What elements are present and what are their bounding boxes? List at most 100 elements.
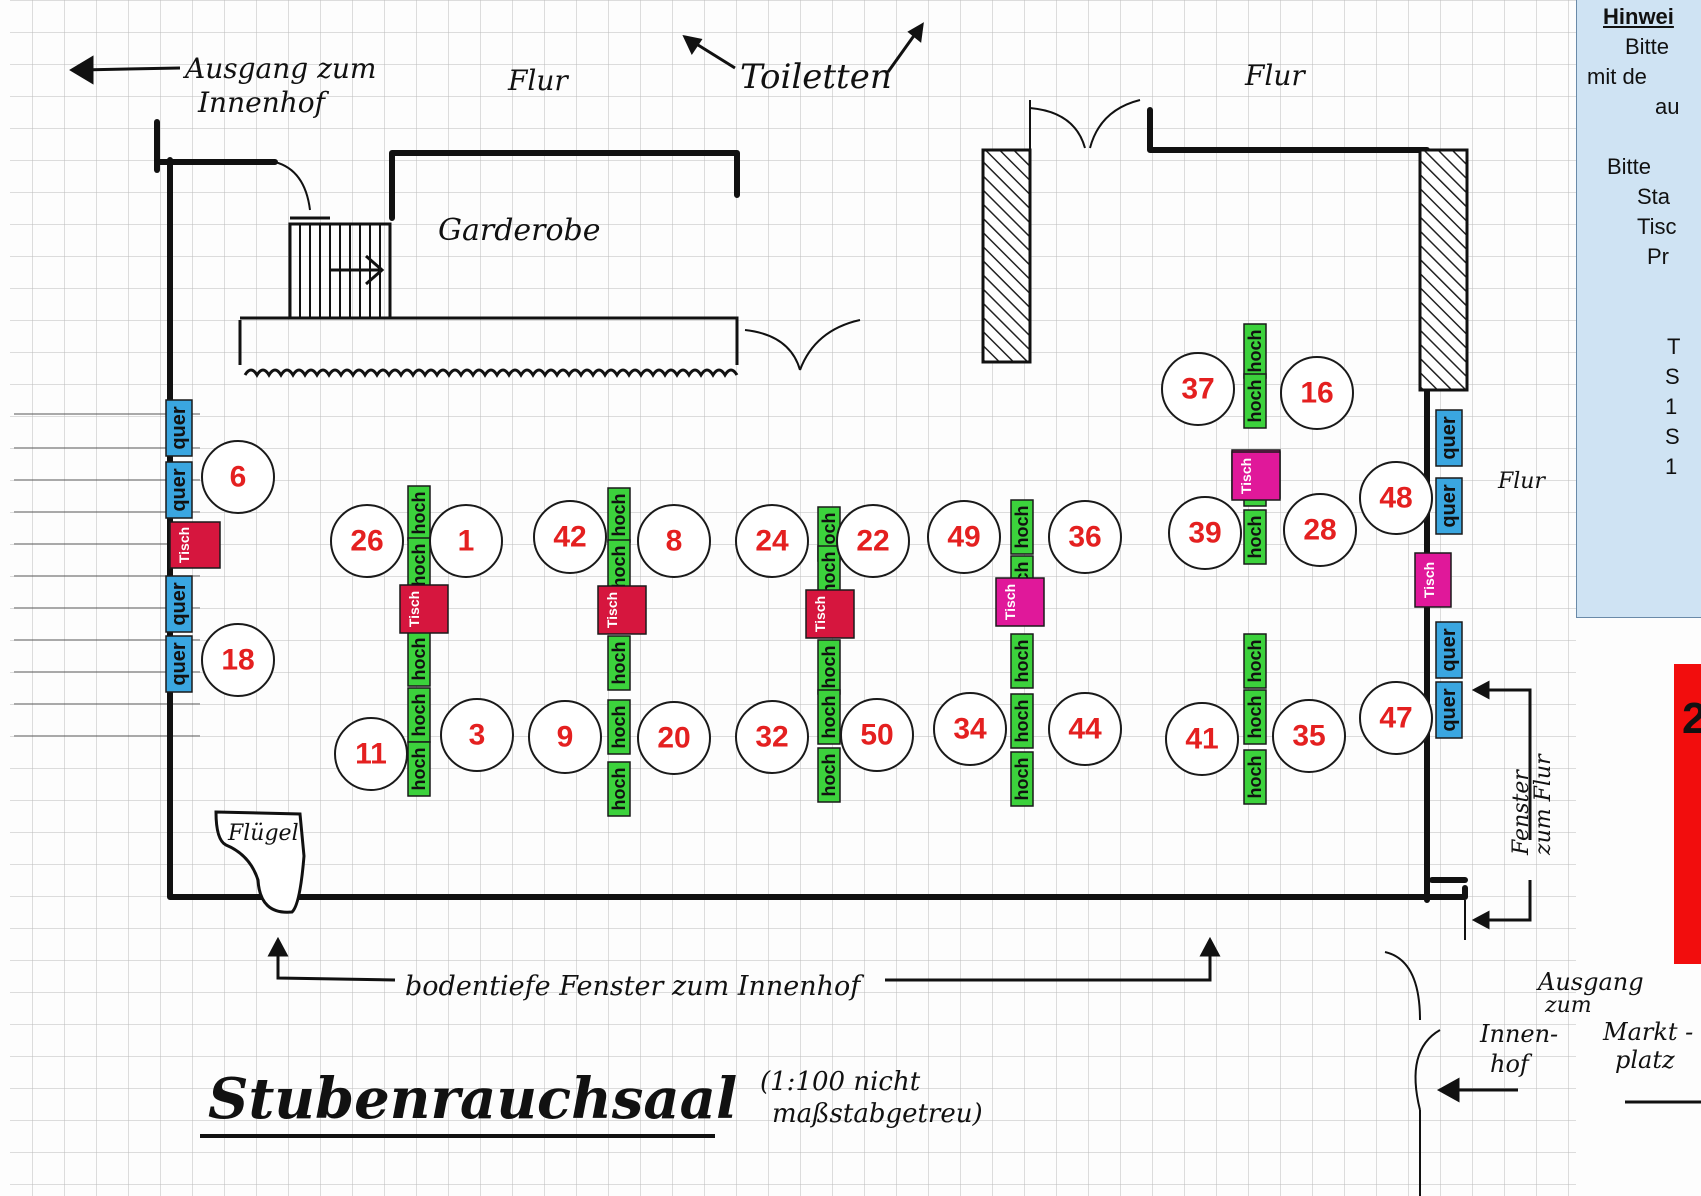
table-box — [805, 589, 855, 639]
seat-number: 26 — [330, 504, 404, 578]
hoch-chair-box — [607, 699, 631, 755]
grid-paper — [10, 0, 1576, 1196]
seat-circle — [1048, 692, 1122, 766]
seat-number-label: 18 — [221, 644, 254, 677]
quer-chair-box — [165, 399, 193, 457]
seat-circle — [735, 700, 809, 774]
hoch-chair: hoch — [817, 689, 841, 745]
seat-number: 35 — [1272, 699, 1346, 773]
seat-circle — [201, 623, 275, 697]
seat-number-label: 8 — [666, 525, 683, 558]
table-box — [1414, 552, 1452, 608]
seat-number-label: 6 — [230, 461, 247, 494]
table-label: Tisch — [1421, 562, 1437, 598]
hoch-chair-label: hoch — [819, 696, 839, 739]
note-line — [1577, 272, 1701, 302]
seat-number: 34 — [933, 692, 1007, 766]
hoch-chair: hoch — [607, 635, 631, 691]
hoch-chair-box — [1010, 633, 1034, 689]
seat-number-label: 48 — [1379, 482, 1412, 515]
seat-circle — [1272, 699, 1346, 773]
hoch-chair-label: hoch — [819, 754, 839, 797]
seat-number-label: 44 — [1068, 713, 1102, 746]
hoch-chair-box — [1010, 751, 1034, 807]
seat-circle — [1283, 493, 1357, 567]
seat-circle — [1359, 461, 1433, 535]
hoch-chair: hoch — [1243, 323, 1267, 379]
seat-number: 41 — [1165, 702, 1239, 776]
hoch-chair: hoch — [1010, 751, 1034, 807]
seat-number: 6 — [201, 440, 275, 514]
seat-number: 36 — [1048, 500, 1122, 574]
seat-circle — [330, 504, 404, 578]
hoch-chair-label: hoch — [1012, 506, 1032, 549]
hoch-chair: hoch — [607, 761, 631, 817]
quer-chair-label: quer — [1438, 628, 1460, 672]
hoch-chair-box — [1010, 693, 1034, 749]
hoch-chair: hoch — [607, 699, 631, 755]
seat-number-label: 11 — [355, 738, 387, 771]
seat-number-label: 47 — [1379, 702, 1412, 735]
hoch-chair-box — [1243, 633, 1267, 689]
hoch-chair-label: hoch — [1012, 700, 1032, 743]
hoch-chair: hoch — [407, 741, 431, 797]
hoch-chair: hoch — [407, 537, 431, 593]
seat-number: 50 — [840, 698, 914, 772]
hoch-chair-label: hoch — [1245, 516, 1265, 559]
seat-circle — [440, 698, 514, 772]
hoch-chair-label: hoch — [819, 552, 839, 595]
seat-number: 37 — [1161, 352, 1235, 426]
flur-label: Flur — [507, 64, 569, 97]
table-label: Tisch — [604, 592, 620, 628]
note-line: 1 — [1665, 394, 1678, 419]
note-line — [1577, 122, 1701, 152]
table-label: Tisch — [1002, 584, 1018, 620]
hoch-chair-label: hoch — [609, 768, 629, 811]
windows-flur-label-1: Fenster — [1509, 769, 1534, 856]
seat-number-label: 26 — [350, 525, 383, 558]
quer-chair: quer — [165, 399, 193, 457]
flur-label: Flur — [1497, 469, 1546, 494]
quer-chair-label: quer — [168, 468, 190, 512]
seat-number-label: 3 — [469, 719, 486, 752]
quer-chair-box — [1435, 621, 1463, 679]
seat-circle — [1280, 356, 1354, 430]
seat-number-label: 34 — [953, 713, 987, 746]
hoch-chair-label: hoch — [409, 492, 429, 535]
seat-circle — [528, 700, 602, 774]
red-notice-box: 2 — [1674, 664, 1701, 964]
hoch-chair-label: hoch — [819, 646, 839, 689]
seat-number-label: 50 — [860, 719, 893, 752]
seat-number: 22 — [836, 504, 910, 578]
table-box — [169, 521, 221, 569]
quer-chair: quer — [1435, 621, 1463, 679]
seat-number: 48 — [1359, 461, 1433, 535]
hoch-chair: hoch — [607, 539, 631, 595]
furniture-layer: querquerTischquerquerquerquerTischquerqu… — [165, 323, 1463, 817]
hoch-chair: hoch — [407, 631, 431, 687]
table-label: Tisch — [812, 596, 828, 632]
hoch-chair-label: hoch — [609, 642, 629, 685]
hoch-chair: hoch — [1243, 749, 1267, 805]
table: Tisch — [169, 521, 221, 569]
note-heading: Hinwei — [1603, 4, 1674, 29]
hoch-chair-box — [1010, 499, 1034, 555]
hoch-chair: hoch — [1010, 693, 1034, 749]
doors — [744, 99, 1466, 1196]
hoch-chair-label: hoch — [1012, 758, 1032, 801]
hoch-chair: hoch — [407, 485, 431, 541]
seat-number: 49 — [927, 500, 1001, 574]
quer-chair: quer — [165, 461, 193, 519]
seat-number: 16 — [1280, 356, 1354, 430]
hoch-chair-label: hoch — [1245, 330, 1265, 373]
table-box — [1231, 451, 1281, 501]
seat-circle — [933, 692, 1007, 766]
exit-courtyard-label-2: Innenhof — [197, 86, 330, 119]
hoch-chair-label: hoch — [1245, 756, 1265, 799]
quer-chair: quer — [1435, 681, 1463, 739]
seat-circle — [1048, 500, 1122, 574]
table-box — [597, 585, 647, 635]
